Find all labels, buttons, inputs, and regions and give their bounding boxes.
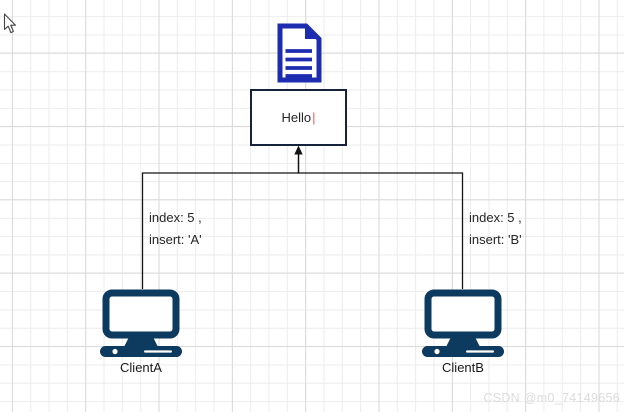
client-b-node[interactable]: ClientB [421, 286, 505, 375]
document-fold-corner [305, 25, 320, 39]
edge-label-clienta: index: 5 , insert: 'A' [149, 207, 202, 250]
edge-label-clientb-line1: index: 5 , [469, 210, 522, 225]
edge-clientb-to-textbox[interactable] [297, 152, 464, 290]
edge-label-clientb-line2: insert: 'B' [469, 231, 522, 247]
computer-icon [422, 289, 504, 357]
arrowhead-icon [294, 145, 303, 155]
watermark: CSDN @m0_74149656 [483, 391, 620, 405]
document-icon[interactable] [277, 23, 322, 83]
document-text-lines [285, 49, 312, 78]
edge-label-clientb: index: 5 , insert: 'B' [469, 207, 522, 250]
client-a-label: ClientA [120, 360, 162, 375]
client-b-label: ClientB [442, 360, 484, 375]
computer-icon [100, 289, 182, 357]
edge-label-clienta-line2: insert: 'A' [149, 231, 202, 247]
text-caret: | [312, 110, 316, 125]
text-node-text: Hello [281, 110, 312, 125]
edge-label-clienta-line1: index: 5 , [149, 210, 202, 225]
client-a-node[interactable]: ClientA [99, 286, 183, 375]
mouse-cursor-icon [3, 13, 17, 34]
text-node[interactable]: Hello| [250, 89, 347, 146]
